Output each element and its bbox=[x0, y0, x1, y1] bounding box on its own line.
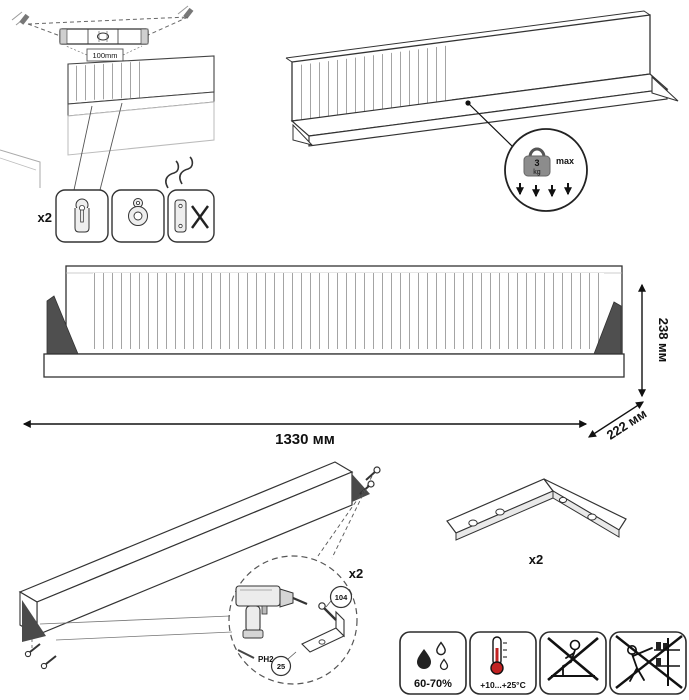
height-dimension-label: 238 мм bbox=[656, 318, 671, 363]
keyhole-hanger-icon bbox=[74, 198, 90, 233]
weight-unit: kg bbox=[533, 169, 541, 176]
weight-value: 3 bbox=[534, 158, 539, 168]
hook-icons bbox=[165, 156, 194, 189]
bracket-qty-label: x2 bbox=[529, 552, 543, 567]
height-dimension: 238 мм bbox=[638, 283, 671, 398]
width-dimension: 1330 мм bbox=[22, 420, 588, 448]
bit-label: PH2 bbox=[258, 655, 274, 664]
end-bracket bbox=[292, 123, 314, 146]
width-dimension-label: 1330 мм bbox=[275, 431, 335, 448]
near-end-screws bbox=[24, 636, 57, 670]
hardware-qty-label: x2 bbox=[38, 210, 52, 225]
temperature-box: +10...+25°C bbox=[469, 631, 537, 695]
humidity-box: 60-70% bbox=[399, 631, 467, 695]
end-bracket bbox=[651, 75, 679, 102]
no-climbing-icon bbox=[615, 635, 683, 689]
load-arrows-icon bbox=[516, 183, 572, 198]
humidity-label: 60-70% bbox=[414, 678, 452, 690]
depth-dimension-label: 222 мм bbox=[604, 406, 650, 443]
screw-hole bbox=[495, 508, 505, 516]
spacing-label: 100mm bbox=[92, 51, 117, 60]
thermometer-icon bbox=[490, 636, 507, 675]
temperature-label: +10...+25°C bbox=[480, 680, 525, 690]
shelf-on-wall-sketch bbox=[0, 55, 215, 188]
near-end-bracket bbox=[22, 600, 46, 642]
screw-callout-top-label: 104 bbox=[335, 593, 348, 602]
screw-callout-top: 104 bbox=[325, 585, 353, 609]
assembly-detail-callout: PH2 104 25 bbox=[228, 555, 358, 685]
screw-hole bbox=[468, 519, 478, 527]
slat-texture bbox=[72, 61, 148, 101]
screw-icon bbox=[318, 602, 337, 621]
slat-texture bbox=[299, 45, 452, 121]
eyelet-hanger-icon bbox=[128, 198, 148, 226]
spacing-dimension: 100mm bbox=[65, 45, 143, 62]
assembly-qty-label: x2 bbox=[349, 566, 363, 581]
wall-mounting-diagram: 100mm x2 bbox=[0, 5, 215, 243]
alignment-dashed-lines bbox=[27, 16, 189, 38]
bracket-being-fixed bbox=[301, 610, 345, 653]
no-sitting-box bbox=[539, 631, 607, 695]
hardware-box-plate-excluded bbox=[167, 189, 215, 243]
hardware-box-keyhole bbox=[55, 189, 109, 243]
assembly-diagram: PH2 104 25 x2 bbox=[18, 461, 381, 685]
slat-texture bbox=[93, 273, 604, 349]
far-end-screws bbox=[317, 466, 381, 559]
drill-icon bbox=[235, 585, 308, 639]
care-icons-row: 60-70% +10...+25°C bbox=[399, 631, 687, 695]
no-climbing-box bbox=[609, 631, 687, 695]
weight-max-label: max bbox=[556, 156, 574, 166]
hardware-box-eyelet bbox=[111, 189, 165, 243]
far-end-bracket bbox=[352, 474, 370, 502]
screw-hole bbox=[558, 496, 568, 504]
leader-line bbox=[99, 102, 123, 191]
bracket-detail: x2 bbox=[446, 478, 627, 567]
shelf-dimensions-view: 1330 мм 238 мм 222 мм bbox=[22, 265, 671, 448]
cross-out-icon bbox=[191, 205, 209, 229]
wall-anchor-left-icon bbox=[11, 11, 30, 26]
depth-dimension: 222 мм bbox=[587, 401, 650, 443]
kettlebell-icon: 3 kg bbox=[523, 147, 551, 177]
spirit-level-icon bbox=[59, 28, 149, 45]
screw-callout-bottom-label: 25 bbox=[277, 662, 285, 671]
screw-hole bbox=[587, 513, 597, 521]
screwdriver-bit-icon: PH2 bbox=[237, 649, 274, 664]
water-drops-icon bbox=[417, 641, 449, 671]
screw-callout-bottom: 25 bbox=[270, 651, 297, 677]
no-sitting-icon bbox=[547, 637, 599, 681]
leader-line bbox=[39, 615, 231, 625]
leader-line bbox=[55, 631, 233, 641]
shelf-perspective-view: 3 kg max bbox=[285, 10, 679, 212]
weight-limit-callout: 3 kg max bbox=[465, 100, 588, 212]
mounting-plate-icon bbox=[174, 199, 187, 233]
leader-line bbox=[73, 105, 93, 191]
